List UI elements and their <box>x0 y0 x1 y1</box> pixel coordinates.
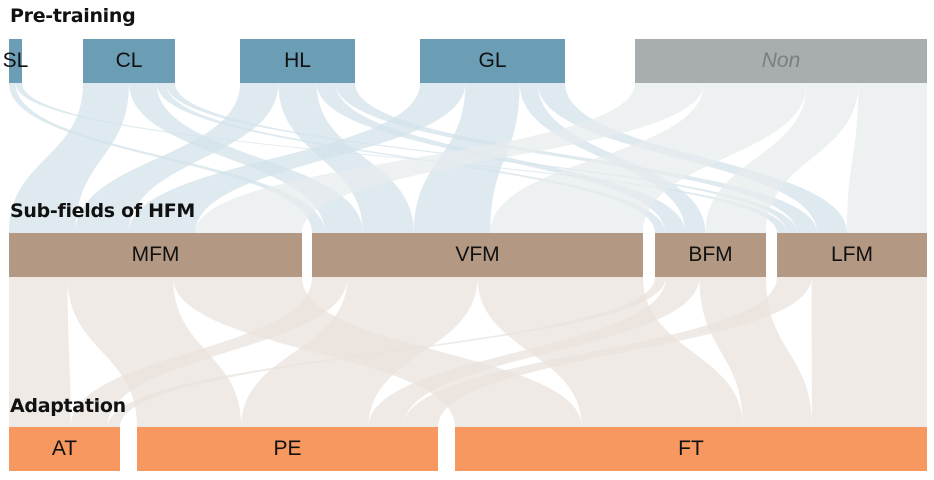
node-at-label: AT <box>51 437 78 460</box>
flow-link-cl-bfm <box>156 83 666 233</box>
node-lfm[interactable]: LFM <box>777 233 927 277</box>
flow-link-vfm-at <box>70 277 348 427</box>
flow-link-hl-lfm <box>335 83 817 233</box>
node-ft-label: FT <box>678 437 704 460</box>
flow-link-lfm-ft <box>811 277 927 427</box>
flow-link-hl-vfm <box>278 83 414 233</box>
flow-link-non-lfm <box>847 83 927 233</box>
subfields-heading: Sub-fields of HFM <box>10 200 196 222</box>
node-hl-label: HL <box>284 49 311 72</box>
node-pe[interactable]: PE <box>137 427 438 471</box>
flow-link-bfm-at <box>107 277 667 427</box>
adaptation-heading: Adaptation <box>10 395 126 417</box>
node-bfm[interactable]: BFM <box>655 233 766 277</box>
node-mfm[interactable]: MFM <box>9 233 302 277</box>
flow-link-non-mfm <box>195 83 704 233</box>
flow-link-non-bfm <box>705 83 859 233</box>
node-lfm-label: LFM <box>831 243 873 266</box>
flow-link-bfm-ft <box>699 277 812 427</box>
flow-link-hl-mfm <box>75 83 279 233</box>
node-gl[interactable]: GL <box>420 39 565 83</box>
flow-link-non-vfm <box>490 83 807 233</box>
node-bfm-label: BFM <box>688 243 733 266</box>
flow-link-cl-mfm <box>9 83 129 233</box>
node-mfm-label: MFM <box>131 243 180 266</box>
node-cl-label: CL <box>115 49 143 72</box>
node-vfm-label: VFM <box>455 243 500 266</box>
flow-link-mfm-pe <box>67 277 242 427</box>
node-hl[interactable]: HL <box>240 39 355 83</box>
node-cl[interactable]: CL <box>83 39 175 83</box>
flow-link-vfm-pe <box>241 277 478 427</box>
flow-link-bfm-pe <box>368 277 700 427</box>
node-at[interactable]: AT <box>9 427 120 471</box>
node-non[interactable]: Non <box>635 39 927 83</box>
node-gl-label: GL <box>478 49 507 72</box>
node-sl-label: SL <box>2 49 29 72</box>
node-non-label: Non <box>761 49 801 72</box>
node-pe-label: PE <box>273 437 302 460</box>
flow-link-gl-mfm <box>128 83 466 233</box>
flow-link-mfm-at <box>9 277 71 427</box>
node-sl[interactable]: SL <box>3 39 28 83</box>
node-ft[interactable]: FT <box>455 427 927 471</box>
flow-link-sl-lfm <box>15 83 787 233</box>
node-vfm[interactable]: VFM <box>312 233 643 277</box>
flow-link-lfm-pe <box>403 277 812 427</box>
pretraining-heading: Pre-training <box>10 5 136 27</box>
